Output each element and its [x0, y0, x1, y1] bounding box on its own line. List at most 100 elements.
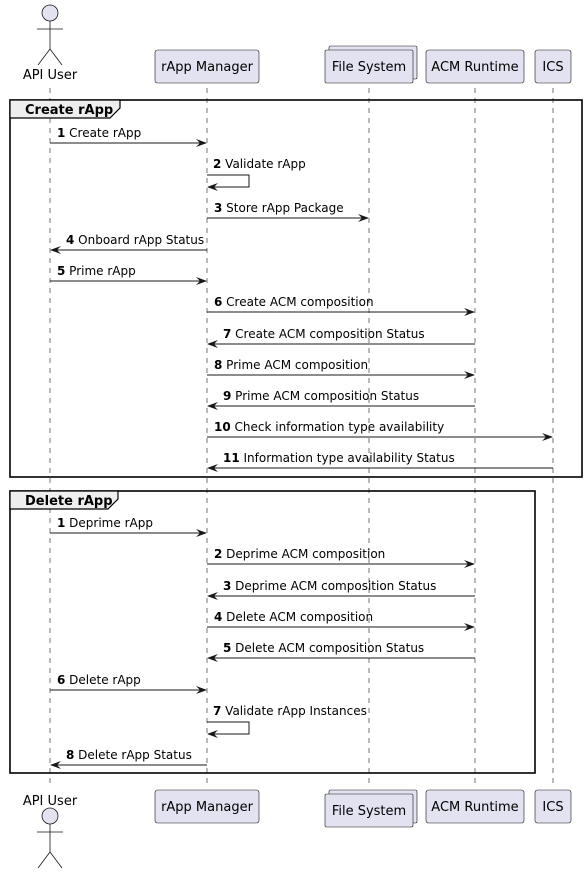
arrowhead-icon — [358, 214, 369, 222]
message-delete-rapp-3: 3 Deprime ACM composition Status — [207, 579, 475, 600]
participant-bottom-fs: File System — [324, 789, 418, 828]
message-text: Prime ACM composition — [222, 358, 368, 372]
message-label: 5 Prime rApp — [57, 264, 136, 278]
arrowhead-icon — [196, 529, 207, 537]
participant-label: rApp Manager — [161, 800, 254, 815]
message-label: 8 Delete rApp Status — [66, 748, 192, 762]
message-label: 1 Deprime rApp — [57, 516, 153, 530]
message-delete-rapp-1: 1 Deprime rApp — [50, 516, 207, 537]
arrowhead-icon — [207, 464, 218, 472]
message-label: 10 Check information type availability — [214, 420, 444, 434]
group-frame — [9, 99, 583, 478]
participant-top-fs: File System — [324, 45, 418, 84]
message-text: Delete rApp — [65, 673, 140, 687]
participant-label: File System — [332, 804, 406, 819]
participant-label: ICS — [542, 800, 563, 815]
participant-box — [154, 49, 260, 84]
message-line — [207, 721, 250, 735]
message-text: Onboard rApp Status — [74, 233, 204, 247]
participant-label: API User — [23, 68, 78, 83]
message-number: 6 — [214, 295, 222, 309]
message-label: 2 Deprime ACM composition — [214, 547, 385, 561]
arrowhead-icon — [196, 686, 207, 694]
arrowhead-icon — [464, 560, 475, 568]
arrowhead-icon — [207, 402, 218, 410]
message-create-rapp-6: 6 Create ACM composition — [207, 295, 475, 316]
message-label: 3 Deprime ACM composition Status — [223, 579, 436, 593]
actor-body-icon — [37, 21, 63, 66]
message-number: 3 — [223, 579, 231, 593]
participant-box — [425, 49, 525, 84]
lifelines — [49, 88, 554, 788]
arrowhead-icon — [207, 183, 218, 191]
message-number: 4 — [66, 233, 74, 247]
arrowhead-icon — [464, 623, 475, 631]
arrowhead-icon — [464, 308, 475, 316]
message-number: 5 — [223, 641, 231, 655]
arrowhead-icon — [50, 246, 61, 254]
actor-head-icon — [41, 807, 59, 825]
message-text: Create rApp — [65, 126, 141, 140]
participant-top-acm: ACM Runtime — [425, 49, 525, 84]
message-number: 7 — [213, 704, 221, 718]
message-number: 8 — [66, 748, 74, 762]
message-label: 7 Validate rApp Instances — [213, 704, 367, 718]
group-title: Create rApp — [25, 103, 113, 118]
message-number: 5 — [57, 264, 65, 278]
group-title: Delete rApp — [25, 494, 113, 509]
message-label: 4 Delete ACM composition — [214, 610, 373, 624]
message-text: Delete ACM composition Status — [231, 641, 424, 655]
message-create-rapp-4: 4 Onboard rApp Status — [50, 233, 207, 254]
message-text: Create ACM composition — [222, 295, 373, 309]
message-create-rapp-2: 2 Validate rApp — [207, 157, 306, 191]
message-number: 1 — [57, 126, 65, 140]
message-delete-rapp-7: 7 Validate rApp Instances — [207, 704, 367, 738]
message-label: 2 Validate rApp — [213, 157, 306, 171]
arrowhead-icon — [207, 340, 218, 348]
message-number: 7 — [223, 327, 231, 341]
participant-box — [534, 789, 572, 824]
message-label: 11 Information type availability Status — [223, 451, 455, 465]
message-number: 6 — [57, 673, 65, 687]
message-delete-rapp-2: 2 Deprime ACM composition — [207, 547, 475, 568]
participant-top-rappmgr: rApp Manager — [154, 49, 260, 84]
message-number: 2 — [214, 547, 222, 561]
message-create-rapp-7: 7 Create ACM composition Status — [207, 327, 475, 348]
group-tab — [9, 99, 121, 119]
message-text: Delete ACM composition — [222, 610, 373, 624]
message-number: 9 — [223, 389, 231, 403]
participant-label: ACM Runtime — [431, 60, 518, 75]
message-text: Check information type availability — [231, 420, 445, 434]
message-number: 2 — [213, 157, 221, 171]
arrowhead-icon — [207, 592, 218, 600]
group-tab — [9, 490, 119, 510]
participant-box — [425, 789, 525, 824]
arrowhead-icon — [464, 371, 475, 379]
participant-label: rApp Manager — [161, 60, 254, 75]
message-text: Deprime ACM composition Status — [231, 579, 436, 593]
actor-top-api-user: API User — [23, 4, 78, 83]
message-label: 4 Onboard rApp Status — [66, 233, 204, 247]
message-label: 8 Prime ACM composition — [214, 358, 368, 372]
message-delete-rapp-8: 8 Delete rApp Status — [50, 748, 207, 769]
message-number: 10 — [214, 420, 231, 434]
message-create-rapp-3: 3 Store rApp Package — [207, 201, 369, 222]
message-text: Deprime rApp — [65, 516, 153, 530]
message-label: 5 Delete ACM composition Status — [223, 641, 424, 655]
collections-front-box — [324, 49, 414, 84]
participant-label: ICS — [542, 60, 563, 75]
group-delete-rapp: Delete rApp — [9, 490, 536, 774]
message-label: 3 Store rApp Package — [214, 201, 344, 215]
message-label: 9 Prime ACM composition Status — [223, 389, 419, 403]
participant-bottom-acm: ACM Runtime — [425, 789, 525, 824]
message-label: 7 Create ACM composition Status — [223, 327, 425, 341]
participant-bottom-ics: ICS — [534, 789, 572, 824]
participant-box — [154, 789, 260, 824]
message-text: Deprime ACM composition — [222, 547, 385, 561]
message-text: Delete rApp Status — [74, 748, 192, 762]
group-create-rapp: Create rApp — [9, 99, 583, 478]
messages: 1 Create rApp 2 Validate rApp 3 Store rApp… — [50, 126, 553, 769]
actor-bottom-api-user: API User — [23, 794, 78, 869]
message-number: 8 — [214, 358, 222, 372]
